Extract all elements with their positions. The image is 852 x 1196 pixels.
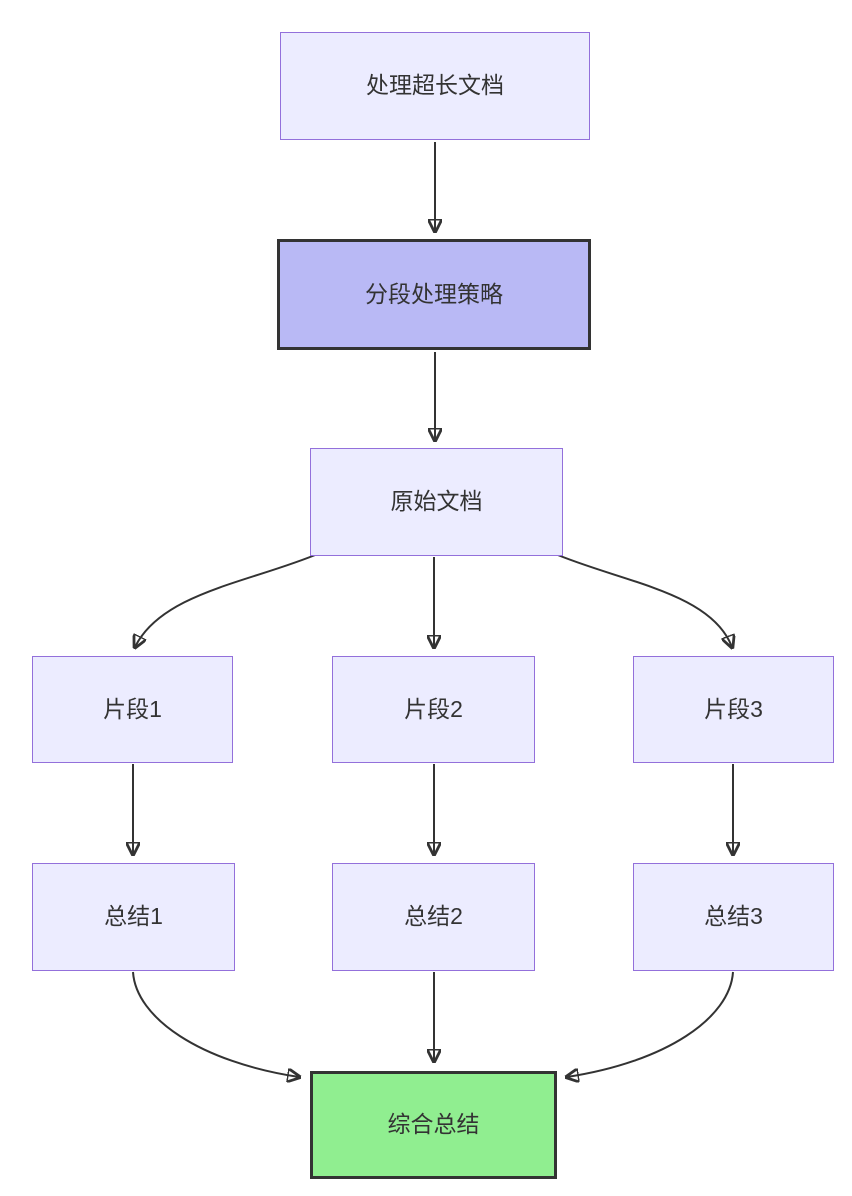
node-segmentation-strategy-label: 分段处理策略	[365, 280, 503, 307]
node-fragment-2-label: 片段2	[404, 695, 463, 722]
node-process-long-doc-label: 处理超长文档	[366, 72, 504, 99]
node-process-long-doc: 处理超长文档	[280, 32, 590, 140]
node-fragment-1-label: 片段1	[103, 695, 162, 722]
node-summary-2-label: 总结2	[404, 903, 463, 930]
node-summary-1: 总结1	[32, 863, 235, 971]
node-summary-1-label: 总结1	[104, 903, 163, 930]
node-original-doc-label: 原始文档	[390, 488, 483, 515]
node-fragment-2: 片段2	[332, 656, 535, 763]
node-original-doc: 原始文档	[310, 448, 563, 556]
node-summary-3: 总结3	[633, 863, 834, 971]
edge-original-to-fragment3	[552, 552, 732, 647]
edge-summary1-to-final	[132, 971, 299, 1077]
node-final-summary-label: 综合总结	[387, 1111, 480, 1138]
node-final-summary: 综合总结	[310, 1071, 557, 1179]
node-summary-3-label: 总结3	[704, 903, 763, 930]
node-fragment-3-label: 片段3	[704, 695, 763, 722]
node-fragment-3: 片段3	[633, 656, 834, 763]
edge-original-to-fragment1	[135, 552, 321, 647]
node-fragment-1: 片段1	[32, 656, 233, 763]
edge-summary3-to-final	[567, 971, 734, 1077]
node-summary-2: 总结2	[332, 863, 535, 971]
node-segmentation-strategy: 分段处理策略	[277, 239, 591, 350]
